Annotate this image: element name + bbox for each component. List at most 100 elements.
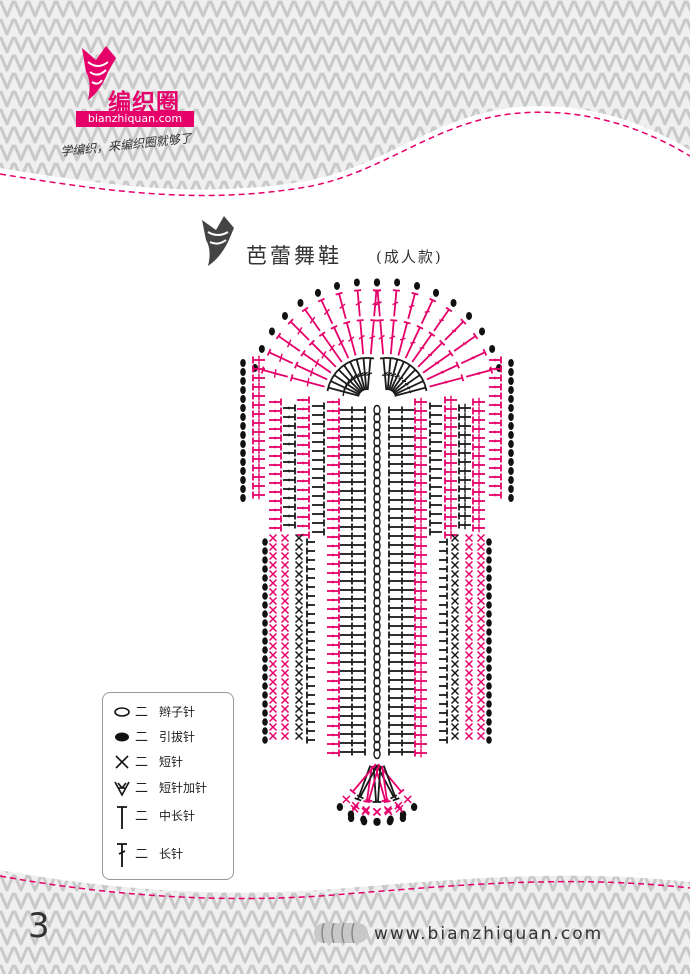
slip-stitch-mark xyxy=(262,556,268,564)
single-crochet-mark xyxy=(280,560,290,570)
stitch-top xyxy=(318,331,326,337)
yarn-logo-icon xyxy=(82,46,116,100)
chain-stitch-mark xyxy=(373,588,381,600)
single-crochet-mark xyxy=(294,596,304,606)
slip-stitch-mark xyxy=(394,278,401,287)
stitch-post xyxy=(377,765,382,802)
stitch-top xyxy=(365,798,373,803)
slip-stitch-mark xyxy=(486,583,492,591)
slip-stitch-mark xyxy=(240,458,246,466)
legend-item: 二 辫子针 xyxy=(103,701,233,721)
single-crochet-mark xyxy=(268,668,278,678)
stitch-post xyxy=(357,765,372,800)
single-crochet-mark xyxy=(476,641,486,651)
chain-stitch-mark xyxy=(373,572,381,584)
slip-stitch-mark xyxy=(262,691,268,699)
single-crochet-mark xyxy=(373,807,382,816)
single-crochet-mark xyxy=(450,695,460,705)
slip-stitch-mark xyxy=(508,395,514,403)
chain-stitch-mark xyxy=(373,460,381,472)
stitch-bar xyxy=(410,341,416,344)
single-crochet-mark xyxy=(280,722,290,732)
single-crochet-mark xyxy=(268,632,278,642)
slip-stitch-mark xyxy=(360,815,367,824)
stitch-bar xyxy=(392,301,399,306)
single-crochet-mark xyxy=(294,605,304,615)
site-url[interactable]: www.bianzhiquan.com xyxy=(374,924,604,944)
single-crochet-mark xyxy=(450,731,460,741)
single-crochet-mark xyxy=(476,650,486,660)
slip-stitch-mark xyxy=(508,449,514,457)
single-crochet-mark xyxy=(464,641,474,651)
single-crochet-mark xyxy=(476,587,486,597)
slip-stitch-mark xyxy=(262,574,268,582)
slip-stitch-mark xyxy=(240,494,246,502)
chain-stitch-mark xyxy=(373,692,381,704)
chain-stitch-mark xyxy=(373,748,381,760)
single-crochet-mark xyxy=(464,533,474,543)
stitch-top xyxy=(472,332,479,340)
single-crochet-mark xyxy=(294,560,304,570)
brand-url[interactable]: bianzhiquan.com xyxy=(76,111,194,127)
stitch-bar xyxy=(350,374,357,382)
stitch-top xyxy=(429,297,437,303)
slip-stitch-mark xyxy=(262,664,268,672)
single-crochet-mark xyxy=(268,722,278,732)
single-crochet-mark xyxy=(280,632,290,642)
single-crochet-mark xyxy=(476,569,486,579)
slip-stitch-mark xyxy=(508,377,514,385)
slip-stitch-mark xyxy=(508,431,514,439)
single-crochet-mark xyxy=(268,542,278,552)
single-crochet-mark xyxy=(268,578,278,588)
stitch-top xyxy=(412,366,419,373)
slip-stitch-mark xyxy=(262,538,268,546)
slip-stitch-mark xyxy=(486,664,492,672)
single-crochet-mark xyxy=(464,695,474,705)
single-crochet-mark xyxy=(450,542,460,552)
slip-stitch-mark xyxy=(508,404,514,412)
slip-stitch-mark xyxy=(386,817,394,826)
single-crochet-mark xyxy=(476,542,486,552)
single-crochet-mark xyxy=(450,569,460,579)
single-crochet-mark xyxy=(450,713,460,723)
stitch-bar xyxy=(401,379,407,383)
stitch-top xyxy=(260,366,265,374)
slip-stitch-mark xyxy=(262,727,268,735)
single-crochet-mark xyxy=(280,596,290,606)
chain-stitch-mark xyxy=(373,564,381,576)
slip-stitch-mark xyxy=(240,431,246,439)
stitch-bar xyxy=(372,301,379,306)
stitch-top xyxy=(266,348,272,356)
slip-stitch-mark xyxy=(240,413,246,421)
stitch-bar xyxy=(366,372,373,376)
slip-stitch-mark xyxy=(433,288,440,297)
slip-stitch-mark xyxy=(466,311,473,320)
single-crochet-mark xyxy=(476,533,486,543)
stitch-post xyxy=(381,765,389,802)
stitch-bar xyxy=(389,335,396,340)
slip-stitch-mark xyxy=(281,311,288,320)
single-crochet-mark xyxy=(280,533,290,543)
stitch-top xyxy=(420,377,426,385)
stitch-post xyxy=(365,765,373,802)
stitch-top xyxy=(386,356,395,360)
stitch-bar xyxy=(339,303,346,310)
chain-stitch-mark xyxy=(373,620,381,632)
stitch-top xyxy=(343,320,351,325)
single-crochet-mark xyxy=(476,560,486,570)
chain-stitch-mark xyxy=(373,740,381,752)
stitch-bar xyxy=(338,339,345,346)
stitch-top xyxy=(335,366,342,373)
slip-stitch-mark xyxy=(450,298,457,307)
slip-stitch-mark xyxy=(262,547,268,555)
stitch-top xyxy=(455,361,460,369)
single-crochet-mark xyxy=(450,668,460,678)
single-crochet-mark xyxy=(476,659,486,669)
stitch-top xyxy=(287,318,294,325)
stitch-bar xyxy=(378,334,385,340)
legend-label: 长针 xyxy=(159,847,184,861)
stitch-top xyxy=(330,325,338,330)
stitch-top xyxy=(294,361,299,369)
single-crochet-mark xyxy=(280,605,290,615)
stitch-bar xyxy=(399,337,406,341)
